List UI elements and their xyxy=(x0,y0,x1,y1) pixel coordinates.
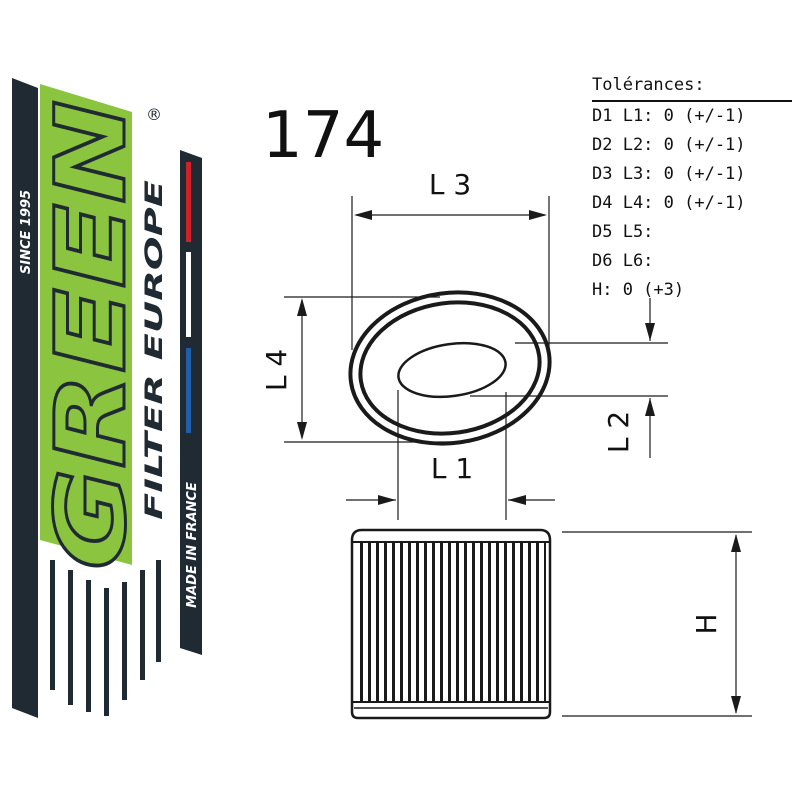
inner-opening xyxy=(397,341,507,399)
label-l1: L 1 xyxy=(431,452,473,485)
tolerance-line-d2: D2 L2: 0 (+/-1) xyxy=(592,135,746,155)
flag-blue-stripe xyxy=(186,348,191,433)
made-in-text: MADE IN FRANCE xyxy=(185,482,200,608)
tolerance-line-d3: D3 L3: 0 (+/-1) xyxy=(592,164,746,184)
tolerances-title: Tolérances: xyxy=(592,72,792,102)
label-h: H xyxy=(690,613,723,634)
flag-red-stripe xyxy=(186,162,191,242)
tolerance-line-d6: D6 L6: xyxy=(592,251,654,271)
since-text: SINCE 1995 xyxy=(19,190,34,274)
logo-green-band xyxy=(40,84,132,565)
label-l4: L 4 xyxy=(260,349,293,391)
filter-top-view xyxy=(348,290,552,446)
logo-dark-band-left xyxy=(12,78,38,718)
tolerance-line-h: H: 0 (+3) xyxy=(592,280,685,300)
logo-speed-stripes xyxy=(50,560,161,716)
flag-white-stripe xyxy=(186,252,191,337)
tolerances-panel: Tolérances: D1 L1: 0 (+/-1) D2 L2: 0 (+/… xyxy=(592,72,792,305)
brand-logo: SINCE 1995 GREEN FILTER EUROPE ® MADE IN… xyxy=(12,78,202,718)
tolerance-line-d5: D5 L5: xyxy=(592,222,654,242)
label-l3: L 3 xyxy=(429,168,471,201)
label-l2: L 2 xyxy=(602,411,635,453)
tolerance-line-d4: D4 L4: 0 (+/-1) xyxy=(592,193,746,213)
filter-side-view xyxy=(350,528,552,720)
dimension-lines xyxy=(284,196,752,717)
outer-rim-inner xyxy=(358,300,542,436)
tolerance-line-d1: D1 L1: 0 (+/-1) xyxy=(592,106,746,126)
part-number: 174 xyxy=(262,99,385,173)
logo-subtitle-band xyxy=(134,126,172,548)
outer-rim-outer xyxy=(348,290,552,446)
brand-name: GREEN xyxy=(35,100,147,570)
brand-subtitle: FILTER EUROPE xyxy=(140,179,168,520)
registered-mark: ® xyxy=(146,105,162,124)
